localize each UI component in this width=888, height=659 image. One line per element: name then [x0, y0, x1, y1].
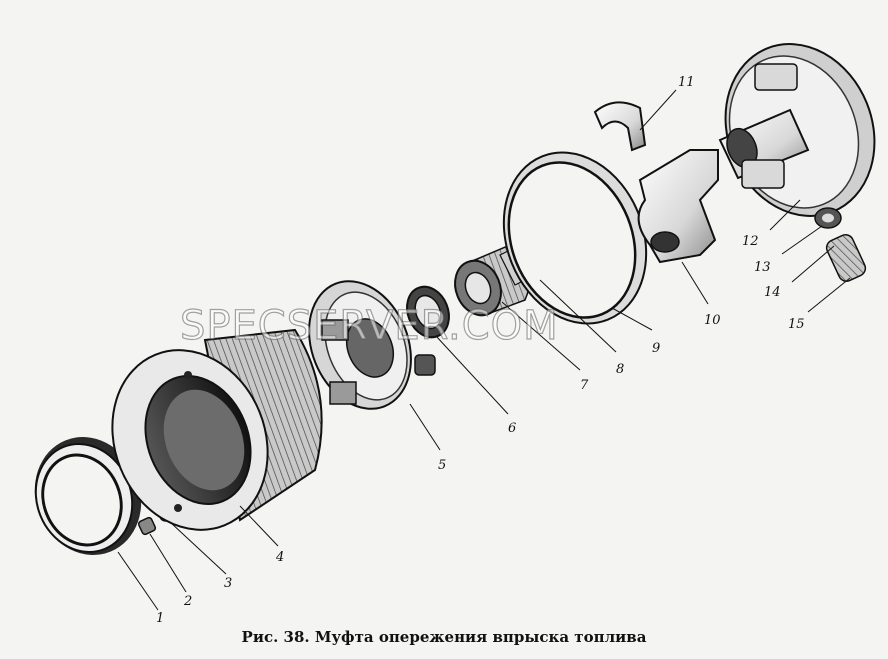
callout-3: 3 [224, 576, 232, 591]
leader-line-3 [169, 521, 227, 575]
part-10-weight [637, 149, 719, 264]
leader-line-8 [539, 279, 617, 353]
callout-15: 15 [788, 317, 805, 332]
callout-14: 14 [764, 285, 781, 300]
leader-line-2 [149, 533, 187, 593]
leader-line-5 [409, 403, 441, 451]
leader-line-12 [769, 199, 801, 231]
callout-6: 6 [508, 421, 516, 436]
part-4-housing [111, 328, 323, 531]
part-13-washer [814, 207, 842, 229]
callout-11: 11 [678, 75, 695, 90]
callout-5: 5 [438, 458, 446, 473]
figure-caption: Рис. 38. Муфта опережения впрыска топлив… [241, 628, 647, 646]
callouts: 1 2 3 4 5 6 7 8 9 10 11 12 13 14 15 [117, 75, 851, 626]
part-15-spring [825, 234, 867, 282]
leader-line-6 [435, 335, 509, 415]
leader-line-11 [639, 89, 677, 131]
leader-line-9 [611, 307, 653, 331]
callout-9: 9 [652, 341, 660, 356]
leader-line-13 [781, 225, 823, 255]
leader-line-10 [681, 261, 709, 305]
part-2-screw [137, 516, 157, 536]
part-1-seal-ring [34, 437, 142, 555]
leader-line-15 [807, 277, 851, 313]
callout-4: 4 [275, 550, 284, 565]
leader-line-4 [239, 505, 279, 547]
part-6-oil-seal [406, 285, 450, 339]
leader-line-1 [117, 551, 159, 611]
callout-7: 7 [580, 378, 589, 393]
leader-line-14 [791, 245, 835, 283]
leader-line-7 [501, 301, 581, 371]
callout-13: 13 [754, 260, 771, 275]
part-5-drive-flange [308, 280, 436, 410]
callout-2: 2 [183, 594, 192, 609]
part-9-ring [502, 151, 648, 325]
callout-12: 12 [742, 234, 759, 249]
callout-10: 10 [704, 313, 721, 328]
callout-1: 1 [156, 611, 164, 626]
part-11-arc-segment [593, 101, 647, 152]
callout-8: 8 [616, 362, 624, 377]
